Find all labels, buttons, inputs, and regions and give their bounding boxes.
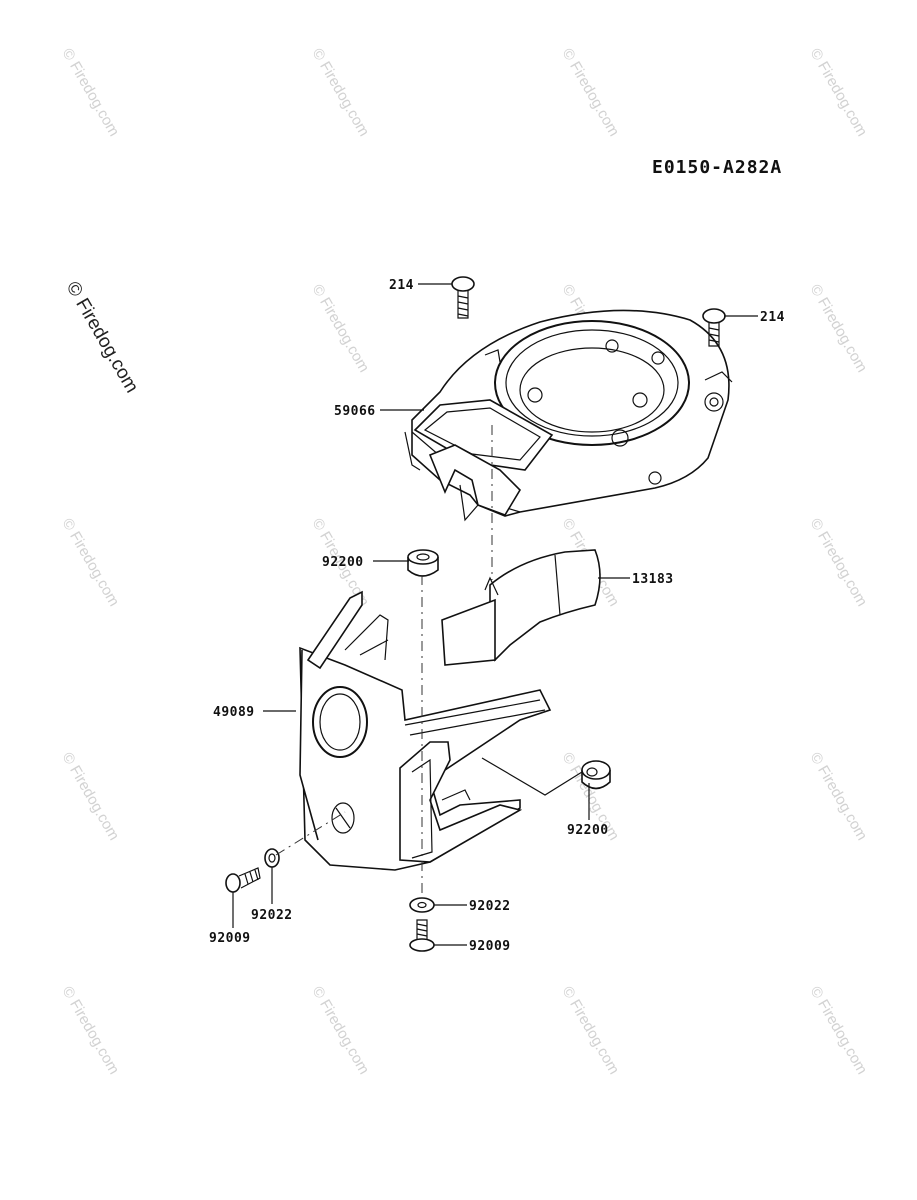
washer-92022-bottom xyxy=(409,897,435,913)
part-labels: 214 214 59066 92200 13183 49089 92200 92… xyxy=(209,278,785,954)
watermark-text: © Firedog.com xyxy=(559,984,623,1078)
screw-214-left xyxy=(451,276,475,319)
part-label: 59066 xyxy=(334,404,376,419)
part-label: 49089 xyxy=(213,705,255,720)
part-label: 92009 xyxy=(469,939,511,954)
watermark-text: © Firedog.com xyxy=(807,750,871,844)
watermark-text: © Firedog.com xyxy=(309,282,373,376)
grommet-92200-upper xyxy=(407,549,439,577)
diagram-code: E0150-A282A xyxy=(652,157,782,178)
part-label: 92009 xyxy=(209,931,251,946)
watermark-text: © Firedog.com xyxy=(59,46,123,140)
watermark-text: © Firedog.com xyxy=(807,516,871,610)
watermark-text: © Firedog.com xyxy=(59,516,123,610)
grommet-92200-lower xyxy=(581,760,611,790)
washer-92022-left xyxy=(264,848,280,868)
watermark-text: © Firedog.com xyxy=(807,46,871,140)
watermark-text: © Firedog.com xyxy=(59,750,123,844)
bolt-92009-bottom xyxy=(409,919,435,952)
part-label: 214 xyxy=(389,278,414,293)
watermark-text: © Firedog.com xyxy=(807,282,871,376)
part-label: 13183 xyxy=(632,572,674,587)
watermark-text: © Firedog.com xyxy=(807,984,871,1078)
copyright-watermark: © Firedog.com xyxy=(62,278,143,397)
watermark-grid: © Firedog.com © Firedog.com © Firedog.co… xyxy=(59,46,871,1078)
watermark-text: © Firedog.com xyxy=(59,984,123,1078)
part-label: 92022 xyxy=(469,899,511,914)
watermark-text: © Firedog.com xyxy=(309,984,373,1078)
watermark-text: © Firedog.com xyxy=(559,46,623,140)
fan-housing-drawing xyxy=(404,309,733,522)
part-label: 92200 xyxy=(322,555,364,570)
part-label: 214 xyxy=(760,310,785,325)
baffle-plate-drawing xyxy=(441,549,601,666)
cylinder-shroud-drawing xyxy=(299,590,552,871)
assembly-lines xyxy=(275,425,583,898)
bolt-92009-left xyxy=(225,867,261,893)
leader-lines xyxy=(232,283,758,946)
part-label: 92022 xyxy=(251,908,293,923)
watermark-text: © Firedog.com xyxy=(309,46,373,140)
part-label: 92200 xyxy=(567,823,609,838)
screw-214-right xyxy=(702,308,726,347)
